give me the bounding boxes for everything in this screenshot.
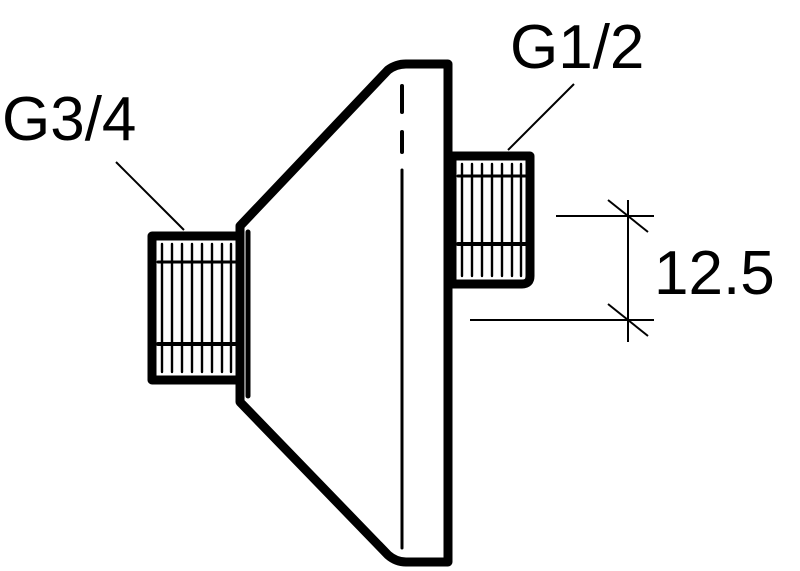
dimension-tick-upper [607,199,649,233]
offset-dimension-label: 12.5 [654,239,775,308]
conical-body [235,59,453,567]
outlet-spigot [447,151,535,289]
outlet-thread-label: G1/2 [510,13,644,82]
dimension-tick-lower [607,303,649,337]
inlet-thread-label: G3/4 [2,85,136,154]
inlet-leader-line [115,161,185,231]
offset-dimension [470,199,654,342]
inlet-spigot [147,231,245,385]
outlet-leader-line [507,83,575,151]
